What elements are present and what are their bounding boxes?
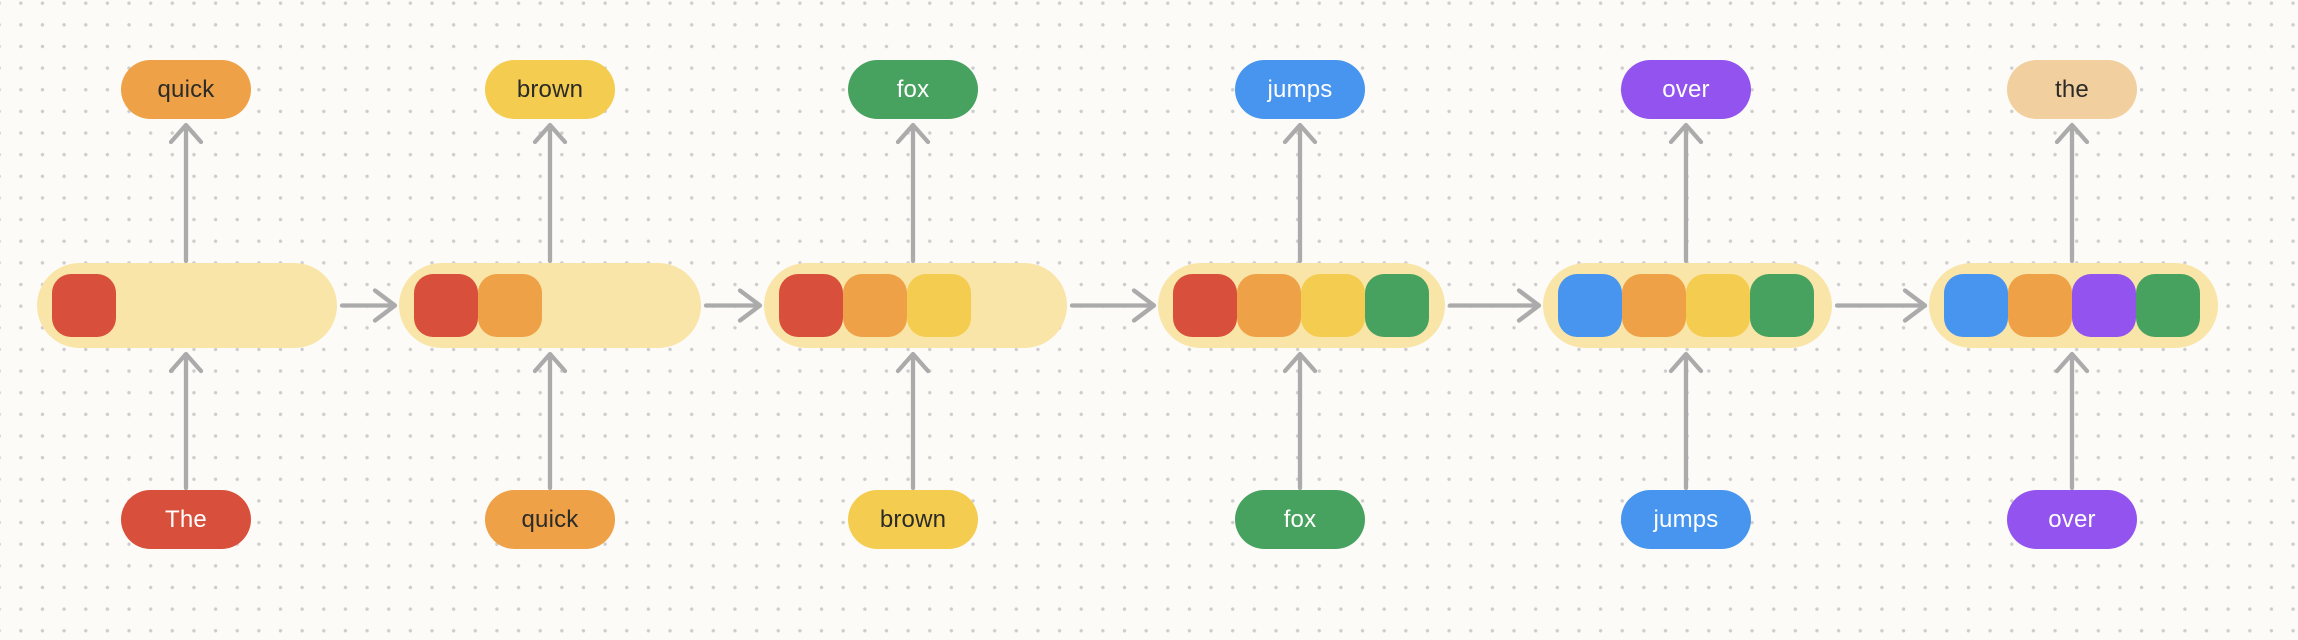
arrow-memory-to-output[interactable] — [532, 122, 568, 264]
memory-token-pill-orange[interactable] — [1237, 274, 1301, 337]
memory-token-pill-green[interactable] — [2136, 274, 2200, 337]
arrow-input-to-memory[interactable] — [1668, 351, 1704, 491]
arrow-memory-to-output[interactable] — [2054, 122, 2090, 264]
memory-container[interactable] — [1929, 263, 2218, 348]
input-token-label: brown — [879, 505, 947, 533]
arrow-input-to-memory[interactable] — [168, 351, 204, 491]
output-token-label: the — [2055, 75, 2089, 103]
input-token-pill[interactable]: jumps — [1621, 490, 1751, 549]
memory-token-pill-green[interactable] — [1750, 274, 1814, 337]
memory-token-pill-yellow[interactable] — [907, 274, 971, 337]
memory-token-pill-red[interactable] — [779, 274, 843, 337]
arrow-input-to-memory[interactable] — [2054, 351, 2090, 491]
output-token-label: over — [1662, 75, 1710, 103]
output-token-pill[interactable]: jumps — [1235, 60, 1365, 119]
memory-container[interactable] — [399, 263, 701, 348]
arrow-memory-to-output[interactable] — [168, 122, 204, 264]
input-token-pill[interactable]: The — [121, 490, 251, 549]
memory-token-pill-orange[interactable] — [1622, 274, 1686, 337]
output-token-pill[interactable]: fox — [848, 60, 978, 119]
output-token-pill[interactable]: quick — [121, 60, 251, 119]
memory-token-pill-orange[interactable] — [843, 274, 907, 337]
memory-token-pill-red[interactable] — [1173, 274, 1237, 337]
memory-token-pill-yellow[interactable] — [1686, 274, 1750, 337]
arrow-memory-to-output[interactable] — [1668, 122, 1704, 264]
input-token-pill[interactable]: fox — [1235, 490, 1365, 549]
input-token-pill[interactable]: over — [2007, 490, 2137, 549]
arrow-memory-to-next[interactable] — [339, 288, 398, 323]
memory-token-pill-purple[interactable] — [2072, 274, 2136, 337]
memory-token-pill-red[interactable] — [52, 274, 116, 337]
arrow-memory-to-next[interactable] — [1069, 288, 1157, 323]
input-token-pill[interactable]: brown — [848, 490, 978, 549]
memory-token-pill-yellow[interactable] — [1301, 274, 1365, 337]
arrow-memory-to-next[interactable] — [703, 288, 763, 323]
arrow-input-to-memory[interactable] — [1282, 351, 1318, 491]
memory-container[interactable] — [37, 263, 337, 348]
memory-container[interactable] — [1543, 263, 1832, 348]
arrow-memory-to-next[interactable] — [1834, 288, 1928, 323]
memory-token-pill-green[interactable] — [1365, 274, 1429, 337]
memory-token-pill-orange[interactable] — [2008, 274, 2072, 337]
input-token-pill[interactable]: quick — [485, 490, 615, 549]
memory-token-pill-red[interactable] — [414, 274, 478, 337]
input-token-label: The — [165, 505, 207, 533]
memory-token-pill-blue[interactable] — [1558, 274, 1622, 337]
arrow-memory-to-next[interactable] — [1447, 288, 1542, 323]
memory-container[interactable] — [1158, 263, 1445, 348]
output-token-label: brown — [516, 75, 584, 103]
output-token-label: quick — [157, 75, 215, 103]
output-token-pill[interactable]: over — [1621, 60, 1751, 119]
output-token-pill[interactable]: brown — [485, 60, 615, 119]
output-token-label: fox — [896, 75, 930, 103]
arrow-input-to-memory[interactable] — [895, 351, 931, 491]
input-token-label: jumps — [1653, 505, 1719, 533]
input-token-label: over — [2048, 505, 2096, 533]
memory-token-pill-orange[interactable] — [478, 274, 542, 337]
input-token-label: fox — [1283, 505, 1317, 533]
output-token-pill[interactable]: the — [2007, 60, 2137, 119]
memory-container[interactable] — [764, 263, 1067, 348]
arrow-memory-to-output[interactable] — [895, 122, 931, 264]
output-token-label: jumps — [1267, 75, 1333, 103]
input-token-label: quick — [521, 505, 579, 533]
memory-token-pill-blue[interactable] — [1944, 274, 2008, 337]
arrow-memory-to-output[interactable] — [1282, 122, 1318, 264]
arrow-input-to-memory[interactable] — [532, 351, 568, 491]
